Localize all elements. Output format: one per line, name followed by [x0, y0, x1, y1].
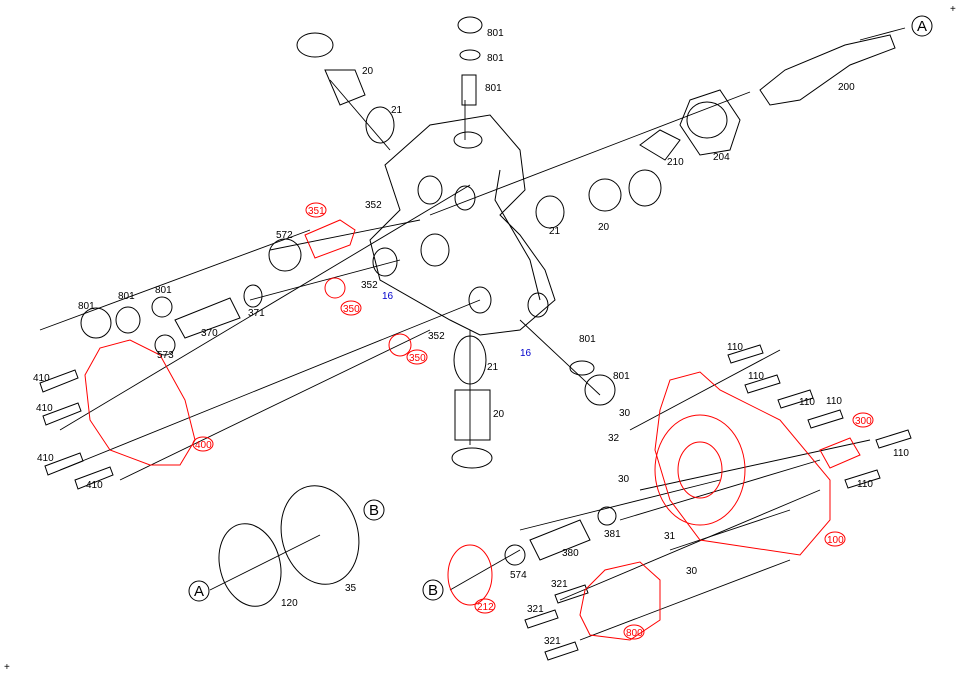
part-label: 352	[428, 331, 445, 342]
part-label: 110	[826, 396, 842, 407]
part-label: 801	[78, 301, 95, 312]
reference-letter: A	[194, 583, 204, 600]
part-label: 30	[619, 408, 631, 419]
part-label: 352	[365, 200, 382, 211]
part-label: 21	[391, 105, 403, 116]
part-label: 801	[487, 28, 504, 39]
reference-circle-b-rings	[363, 499, 385, 521]
part-label: 21	[487, 362, 499, 373]
part-label: 321	[544, 636, 561, 647]
part-label: 352	[361, 280, 378, 291]
reference-circle-a-top	[911, 15, 933, 37]
bolts	[39, 344, 912, 661]
part-label: 410	[86, 480, 103, 491]
part-label: 321	[527, 604, 544, 615]
highlight-label-circles	[192, 202, 874, 640]
reference-circle-b-cover	[422, 579, 444, 601]
part-labels: 801 801 801 A 200 20 21 204 210 21 20 35…	[33, 18, 927, 647]
part-label: 20	[598, 222, 610, 233]
assembly-axis-lines	[39, 27, 906, 641]
part-label-highlight: 351	[308, 206, 325, 217]
part-label-highlight: 800	[626, 628, 643, 639]
part-label: 370	[201, 328, 218, 339]
reference-letter: A	[917, 18, 927, 35]
part-label: 573	[157, 350, 174, 361]
part-label-highlight: 350	[409, 353, 426, 364]
part-label: 21	[549, 226, 561, 237]
drive-parts	[80, 16, 896, 566]
part-label-reference: 16	[382, 291, 394, 302]
part-label: 410	[37, 453, 54, 464]
part-label: 410	[36, 403, 53, 414]
part-label: 110	[727, 342, 743, 353]
part-label: 321	[551, 579, 568, 590]
part-label: 801	[487, 53, 504, 64]
reference-letter: B	[369, 502, 379, 519]
part-label: 801	[118, 291, 135, 302]
part-label: 20	[362, 66, 374, 77]
part-label: 380	[562, 548, 579, 559]
part-label: 30	[686, 566, 698, 577]
part-label: 110	[893, 448, 909, 459]
part-label-highlight: 400	[195, 440, 212, 451]
part-label-reference: 16	[520, 348, 532, 359]
part-label: 30	[618, 474, 630, 485]
part-label: 210	[667, 157, 684, 168]
part-label: 32	[608, 433, 620, 444]
part-label: 801	[613, 371, 630, 382]
part-label: 110	[799, 397, 815, 408]
corner-mark: +	[4, 662, 10, 673]
part-label: 371	[248, 308, 265, 319]
part-label-highlight: 350	[343, 304, 360, 315]
part-label: 410	[33, 373, 50, 384]
part-label: 120	[281, 598, 298, 609]
part-label: 20	[493, 409, 505, 420]
part-label: 200	[838, 82, 855, 93]
part-label: 35	[345, 583, 357, 594]
part-label: 204	[713, 152, 730, 163]
part-label: 110	[857, 479, 873, 490]
part-label: 801	[485, 83, 502, 94]
part-label-highlight: 300	[855, 416, 872, 427]
part-label-highlight: 100	[827, 535, 844, 546]
highlighted-parts	[84, 219, 861, 641]
part-label: 572	[276, 230, 293, 241]
pump-housing	[369, 114, 556, 336]
seal-rings	[218, 485, 360, 607]
corner-mark: +	[950, 4, 956, 15]
part-label: 381	[604, 529, 621, 540]
part-label: 801	[579, 334, 596, 345]
reference-letter: B	[428, 582, 438, 599]
part-label: 801	[155, 285, 172, 296]
part-label-highlight: 212	[477, 602, 494, 613]
part-label: 110	[748, 371, 764, 382]
reference-circle-a-rings	[188, 580, 210, 602]
part-label: 574	[510, 570, 527, 581]
part-label: 31	[664, 531, 676, 542]
